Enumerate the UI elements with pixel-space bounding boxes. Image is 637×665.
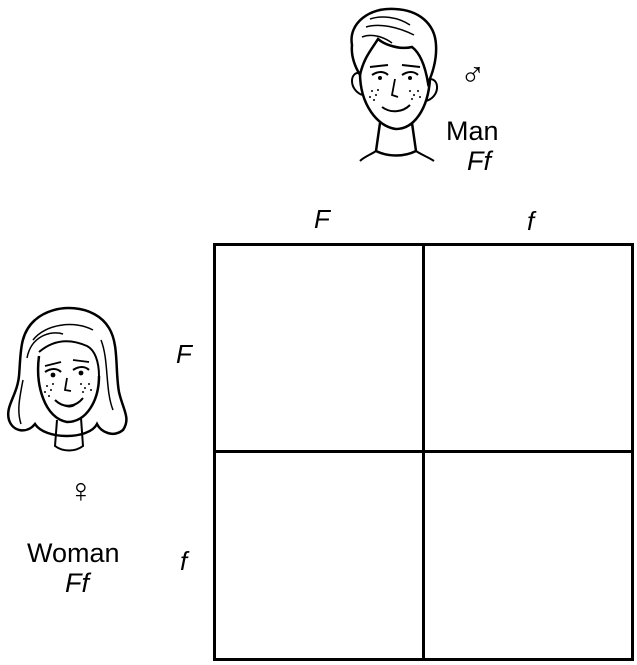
father-label: Man <box>446 116 499 146</box>
woman-face-illustration <box>6 306 128 452</box>
father-genotype: Ff <box>467 146 491 176</box>
row-allele-1: F <box>176 339 192 369</box>
punnett-cell-FF <box>216 246 424 452</box>
man-face-illustration <box>350 7 438 162</box>
male-symbol: ♂ <box>460 56 486 94</box>
mother-genotype: Ff <box>65 568 89 598</box>
row-allele-2: f <box>180 546 188 576</box>
punnett-cell-Ff-bottom <box>216 452 424 658</box>
column-allele-1: F <box>314 204 330 234</box>
column-allele-2: f <box>527 206 535 236</box>
punnett-cell-Ff-top <box>423 246 631 452</box>
mother-label: Woman <box>27 538 120 568</box>
punnett-cell-ff <box>423 452 631 658</box>
punnett-square <box>213 243 634 661</box>
female-symbol: ♀ <box>68 472 94 510</box>
